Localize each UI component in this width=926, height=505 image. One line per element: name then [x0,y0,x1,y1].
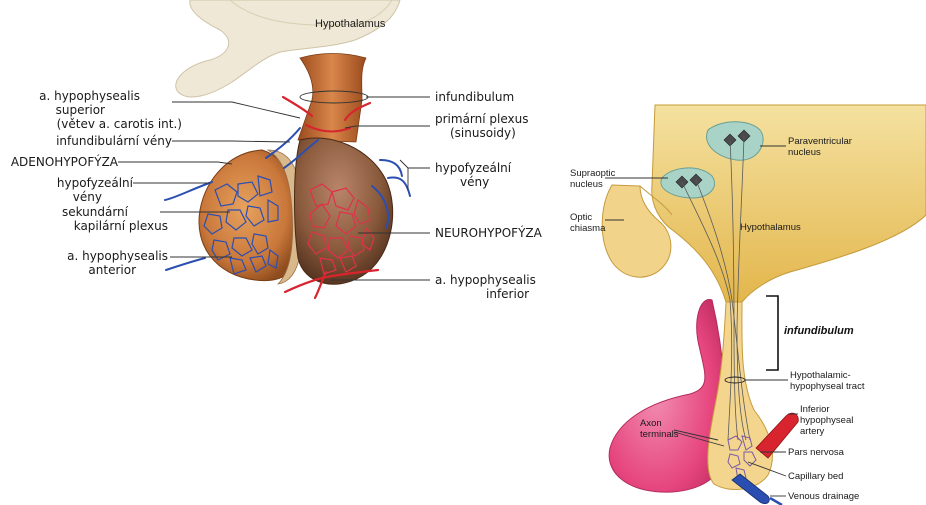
label-secondary-plexus-1: sekundární [62,205,129,219]
label-secondary-plexus-2: kapilární plexus [74,219,168,233]
label-venous-drainage: Venous drainage [788,491,859,502]
label-capillary-bed: Capillary bed [788,471,843,482]
label-adenohypophysis: ADENOHYPOFÝZA [11,154,119,169]
label-a-hyp-sup-1: a. hypophysealis [39,89,140,103]
left-hypothalamus-label: Hypothalamus [315,18,386,30]
label-primary-plexus-2: (sinusoidy) [450,126,516,140]
label-hypothalamus-right: Hypothalamus [740,222,801,233]
label-a-hyp-inf-1: a. hypophysealis [435,273,536,287]
label-infundibulum: infundibulum [435,90,514,104]
label-a-hyp-ant-2: anterior [88,263,136,277]
infundibulum-bracket [766,296,778,370]
label-tract: Hypothalamic-hypophyseal tract [790,370,865,392]
label-infundibulum-right: infundibulum [784,325,854,337]
hypothalamus-mass [176,0,400,97]
infundibulum-stalk [298,54,366,143]
svg-text:primární plexus(sinusoidy): primární plexus(sinusoidy) [435,112,529,140]
label-a-hyp-inf-2: inferior [486,287,529,301]
label-a-hyp-ant-1: a. hypophysealis [67,249,168,263]
label-a-hyp-sup-3: (větev a. carotis int.) [57,117,182,131]
label-hyp-veins-left-2: vény [73,190,102,204]
right-labels-column: infundibulum primární plexus(sinusoidy) … [435,90,543,301]
label-primary-plexus-1: primární plexus [435,112,529,126]
neurohypophysis-lobe [295,138,393,284]
label-hyp-veins-right-1: hypofyzeální [435,161,512,175]
label-neurohypophysis: NEUROHYPOFÝZA [435,225,543,240]
hypothalamus-yellow [652,105,926,302]
label-a-hyp-sup-2: superior [56,103,105,117]
label-hyp-veins-right-2: vény [460,175,489,189]
label-pars-nervosa: Pars nervosa [788,447,845,458]
label-infundibular-veins: infundibulární vény [56,134,172,148]
label-hyp-veins-left-1: hypofyzeální [57,176,134,190]
